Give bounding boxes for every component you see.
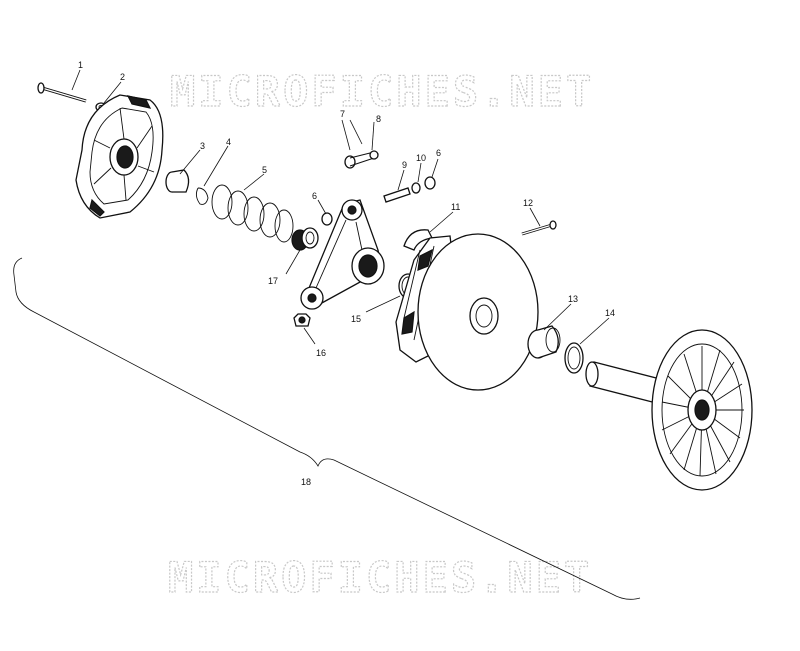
callout-leaders [71, 69, 610, 345]
part-roller-pin [383, 187, 411, 203]
callout-14: 14 [605, 308, 615, 318]
part-bushing [165, 169, 190, 193]
callout-10: 10 [416, 153, 426, 163]
watermark-bottom: MICROFICHES.NET [168, 553, 592, 602]
part-cover-plate [75, 94, 164, 219]
callout-2: 2 [120, 72, 125, 82]
callout-3: 3 [200, 141, 205, 151]
callout-6-right: 6 [436, 148, 441, 158]
part-spring [211, 184, 294, 243]
callout-17: 17 [268, 276, 278, 286]
callout-18: 18 [301, 477, 311, 487]
callout-4: 4 [226, 137, 231, 147]
part-roller-left [321, 212, 333, 226]
callout-1: 1 [78, 60, 83, 70]
part-fixed-sheave-shaft [585, 329, 753, 491]
part-moveable-sheave [395, 233, 539, 391]
part-spider-bushing [291, 227, 319, 251]
part-bolt [37, 82, 87, 103]
callout-8: 8 [376, 114, 381, 124]
part-roller-right [424, 176, 436, 190]
callout-11: 11 [451, 202, 460, 212]
callout-6-left: 6 [312, 191, 317, 201]
part-spider-arm [300, 199, 385, 310]
watermark-top: MICROFICHES.NET [170, 67, 594, 116]
callout-13: 13 [568, 294, 578, 304]
part-snap-ring [195, 187, 209, 205]
callout-7: 7 [340, 109, 345, 119]
callout-15: 15 [351, 314, 361, 324]
part-sheave-bushing [527, 325, 561, 359]
part-nut [293, 313, 311, 327]
assembly-bracket [13, 257, 641, 600]
part-arm-pin [344, 150, 379, 169]
callout-12: 12 [523, 198, 533, 208]
callout-5: 5 [262, 165, 267, 175]
part-sheave-ring [564, 342, 584, 374]
part-sheave-bolt [521, 220, 557, 236]
callout-9: 9 [402, 160, 407, 170]
callout-16: 16 [316, 348, 326, 358]
part-roller-washer [411, 182, 421, 194]
callout-labels: 1 2 3 4 5 6 6 7 8 9 10 11 12 13 14 15 16… [78, 60, 615, 487]
